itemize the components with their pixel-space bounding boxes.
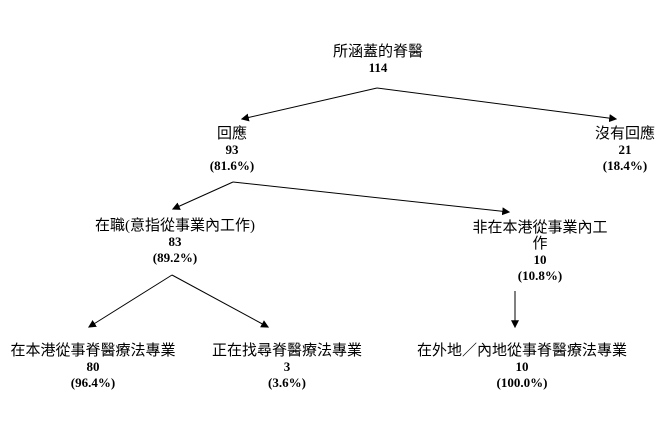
node-practising-abroad: 在外地／內地從事脊醫療法專業 10 (100.0%) (417, 343, 627, 391)
node-responded-value: 93 (225, 142, 239, 157)
arrow-root-to-responded (240, 87, 378, 122)
arrow-working-to-practising-hk (87, 274, 173, 328)
arrow-responded-to-working (171, 181, 234, 210)
node-not-working-hk-label: 非在本港從事業內工 (472, 220, 608, 236)
node-practising-abroad-percent: (100.0%) (496, 375, 548, 390)
node-working: 在職(意指從事業內工作) 83 (89.2%) (95, 218, 255, 266)
node-not-working-hk: 非在本港從事業內工 作 10 (10.8%) (472, 220, 607, 284)
node-not-working-hk-value: 10 (533, 252, 547, 267)
node-not-working-hk-label2: 作 (532, 236, 548, 252)
node-working-value: 83 (168, 234, 182, 249)
node-practising-abroad-value: 10 (515, 359, 529, 374)
arrow-root-to-no-response (376, 87, 618, 123)
node-not-working-hk-percent: (10.8%) (517, 268, 563, 283)
node-root-label: 所涵蓋的脊醫 (332, 44, 424, 60)
node-working-label: 在職(意指從事業內工作) (95, 218, 255, 234)
node-seeking-label: 正在找尋脊醫療法專業 (211, 343, 363, 359)
node-responded-label: 回應 (216, 126, 248, 142)
node-responded-percent: (81.6%) (209, 158, 255, 173)
node-practising-hk-percent: (96.4%) (70, 375, 116, 390)
node-no-response-label: 沒有回應 (594, 126, 656, 142)
node-seeking-percent: (3.6%) (268, 375, 306, 390)
node-root-value: 114 (368, 60, 388, 75)
arrow-working-to-seeking (171, 274, 270, 328)
arrow-responded-to-not-working (232, 181, 511, 216)
node-seeking-value: 3 (283, 359, 291, 374)
node-practising-hk-value: 80 (86, 359, 100, 374)
node-practising-hk: 在本港從事脊醫療法專業 80 (96.4%) (10, 343, 175, 391)
node-practising-abroad-label: 在外地／內地從事脊醫療法專業 (416, 343, 628, 359)
node-responded: 回應 93 (81.6%) (210, 126, 254, 174)
node-no-response-value: 21 (618, 142, 632, 157)
node-no-response: 沒有回應 21 (18.4%) (595, 126, 655, 174)
node-working-percent: (89.2%) (152, 250, 198, 265)
node-no-response-percent: (18.4%) (602, 158, 648, 173)
node-seeking: 正在找尋脊醫療法專業 3 (3.6%) (212, 343, 362, 391)
node-practising-hk-label: 在本港從事脊醫療法專業 (10, 343, 176, 359)
node-root: 所涵蓋的脊醫 114 (333, 44, 423, 76)
